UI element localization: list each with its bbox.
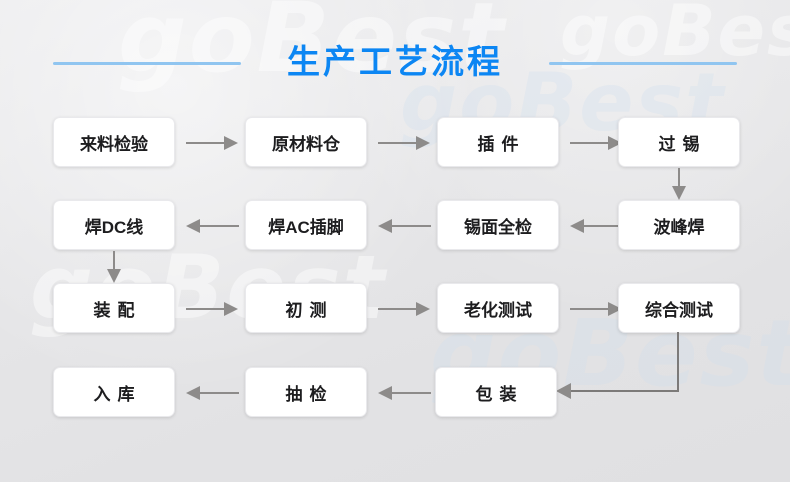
flow-node-sampling-inspection[interactable]: 抽检 — [245, 367, 367, 417]
flow-node-wave-soldering[interactable]: 波峰焊 — [618, 200, 740, 250]
flow-node-solder-dc-wire[interactable]: 焊DC线 — [53, 200, 175, 250]
flow-node-incoming-inspection[interactable]: 来料检验 — [53, 117, 175, 167]
flow-node-assembly[interactable]: 装配 — [53, 283, 175, 333]
flow-node-insertion[interactable]: 插件 — [437, 117, 559, 167]
flow-node-packing[interactable]: 包装 — [435, 367, 557, 417]
title-rule-right — [549, 62, 737, 65]
flow-node-tinning[interactable]: 过锡 — [618, 117, 740, 167]
flow-node-initial-test[interactable]: 初测 — [245, 283, 367, 333]
flow-node-solder-ac-pin[interactable]: 焊AC插脚 — [245, 200, 367, 250]
page-title: 生产工艺流程 — [287, 43, 503, 80]
title-rule-left — [53, 62, 241, 65]
flow-node-raw-material-warehouse[interactable]: 原材料仓 — [245, 117, 367, 167]
flow-node-aging-test[interactable]: 老化测试 — [437, 283, 559, 333]
title-container: 生产工艺流程 — [0, 36, 790, 88]
flow-node-warehousing[interactable]: 入库 — [53, 367, 175, 417]
flow-node-comprehensive-test[interactable]: 综合测试 — [618, 283, 740, 333]
flow-node-full-tin-surface-inspection[interactable]: 锡面全检 — [437, 200, 559, 250]
